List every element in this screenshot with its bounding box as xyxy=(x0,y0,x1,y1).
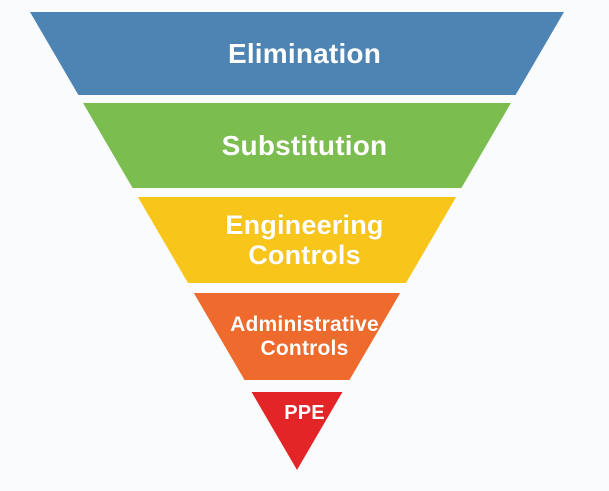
funnel-level-elimination-label: Elimination xyxy=(227,37,382,69)
funnel-level-ppe: PPE xyxy=(251,392,343,470)
funnel-level-substitution-label: Substitution xyxy=(221,129,388,161)
funnel-level-elimination: Elimination xyxy=(30,12,564,95)
funnel-level-engineering-controls: Engineering Controls xyxy=(137,197,457,283)
funnel-level-administrative-controls-label: Administrative Controls xyxy=(230,312,379,360)
funnel-level-engineering-controls-label: Engineering Controls xyxy=(225,209,384,270)
funnel-level-substitution: Substitution xyxy=(83,103,511,188)
funnel-level-ppe-label: PPE xyxy=(284,402,325,424)
funnel-level-administrative-controls: Administrative Controls xyxy=(193,293,401,380)
